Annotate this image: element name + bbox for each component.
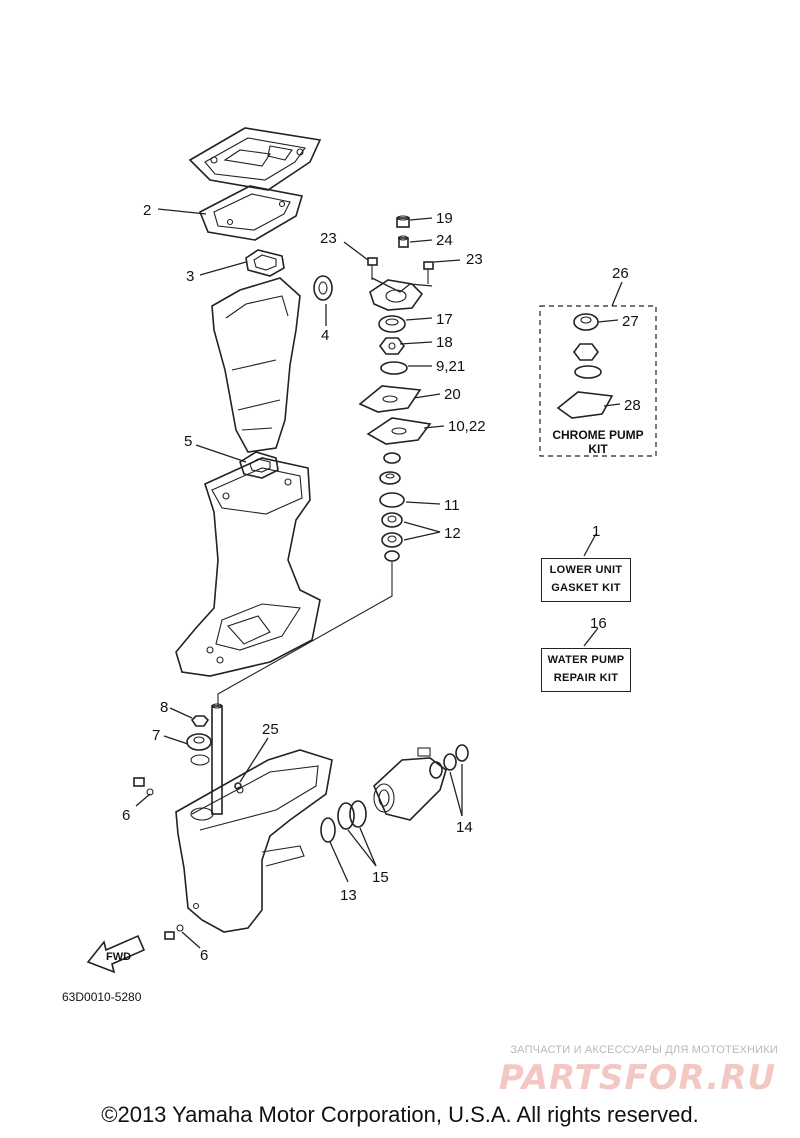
seals-14 [429,744,469,779]
callout-20: 20 [444,386,461,403]
lower-unit-gasket-kit-box: LOWER UNIT GASKET KIT [541,558,631,602]
lower-unit-kit-line-1: LOWER UNIT [549,564,623,576]
exhaust-manifold-gasket [245,249,285,277]
diagram-code: 63D0010-5280 [62,990,142,1004]
callout-2: 2 [143,202,151,219]
callout-4: 4 [321,327,329,344]
chrome-pump-kit-line-1: CHROME PUMP [552,428,644,442]
grommet-24 [397,235,409,248]
o-rings-15 [337,800,367,830]
leader-lines [135,208,623,949]
propeller-shaft-housing [373,747,447,821]
callout-27: 27 [622,313,639,330]
bolt-23-right [423,261,434,284]
bolt-6-bottom [164,924,184,940]
plate-7 [186,733,212,766]
chrome-gasket [574,365,602,379]
callout-5: 5 [184,433,192,450]
oil-seal-12-bottom [381,532,403,548]
callout-6-bottom: 6 [200,947,208,964]
fwd-label: FWD [106,951,131,963]
callout-14: 14 [456,819,473,836]
callout-16: 16 [590,615,607,632]
impeller [379,337,405,355]
nut-8 [190,715,210,727]
watermark-logo: PARTSFOR.RU [498,1058,776,1098]
callout-24: 24 [436,232,453,249]
o-ring-11 [379,492,405,508]
outer-plate-20 [358,385,422,413]
drive-shaft-centerline [217,562,393,706]
washer [384,550,400,562]
gasket-9-21 [380,361,408,375]
water-pump-kit-line-1: WATER PUMP [547,654,625,666]
callout-7: 7 [152,727,160,744]
bolt-6-top [133,777,154,796]
callout-15: 15 [372,869,389,886]
lower-unit-kit-line-2: GASKET KIT [551,582,621,594]
water-pump-repair-kit-box: WATER PUMP REPAIR KIT [541,648,631,692]
bolt-23-left [367,257,378,280]
water-pump-kit-line-2: REPAIR KIT [553,672,619,684]
callout-numbers: 2 3 4 5 19 24 23 23 17 18 9,21 20 10,22 … [122,202,641,964]
oil-seal [313,275,333,301]
gasket-plate [198,185,304,241]
bolt-19 [396,215,410,228]
chrome-pump-kit-label: CHROME PUMP KIT [540,428,656,456]
watermark-tagline: ЗАПЧАСТИ И АКСЕССУАРЫ ДЛЯ МОТОТЕХНИКИ [510,1044,778,1056]
o-ring-13 [320,817,336,843]
copyright-notice: ©2013 Yamaha Motor Corporation, U.S.A. A… [101,1102,699,1127]
callout-1: 1 [592,523,600,540]
o-ring-25 [234,782,242,790]
callout-12: 12 [444,525,461,542]
chrome-impeller [573,343,599,361]
lower-casing [175,749,333,933]
fwd-arrow-icon: FWD [86,934,146,974]
callout-23-right: 23 [466,251,483,268]
callout-8: 8 [160,699,168,716]
callout-13: 13 [340,887,357,904]
callout-28: 28 [624,397,641,414]
callout-9-21: 9,21 [436,358,465,375]
insert-cartridge [378,315,406,333]
callout-19: 19 [436,210,453,227]
drive-shaft-housing [175,457,321,677]
callout-26: 26 [612,265,629,282]
callout-18: 18 [436,334,453,351]
chrome-outer-plate [556,391,614,419]
pump-base-seal [379,452,401,485]
drive-shaft [211,703,223,815]
exhaust-guide-plate [188,127,322,191]
chrome-insert-cartridge [573,313,599,331]
oil-seal-12-top [381,512,403,528]
callout-25: 25 [262,721,279,738]
callout-10-22: 10,22 [448,418,486,435]
upper-casing [211,277,301,453]
callout-23-left: 23 [320,230,337,247]
chrome-pump-kit-line-2: KIT [588,442,608,456]
chrome-pump-kit-box [539,305,657,457]
callout-3: 3 [186,268,194,285]
callout-11: 11 [444,497,460,514]
callout-6-top: 6 [122,807,130,824]
callout-17: 17 [436,311,453,328]
gasket-10-22 [366,417,432,445]
